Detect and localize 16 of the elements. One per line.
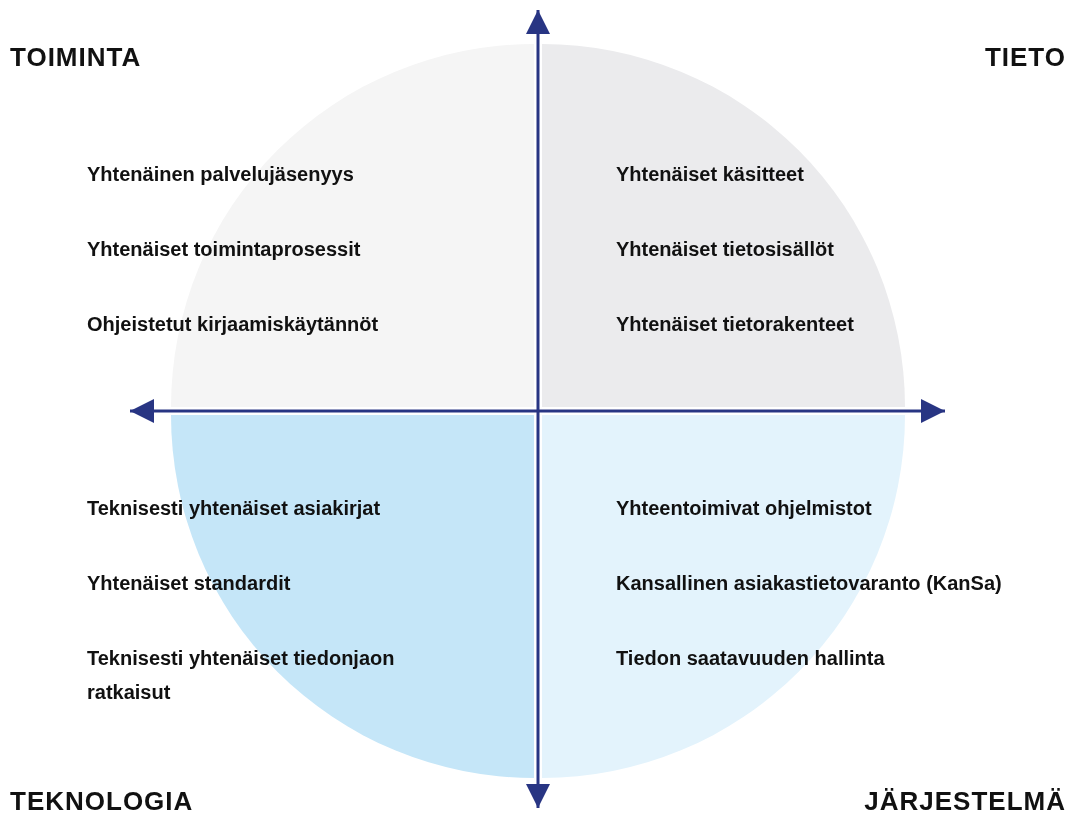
quadrant-heading: TEKNOLOGIA: [10, 786, 194, 817]
quadrant-item: Yhtenäinen palvelujäsenyys: [87, 162, 354, 187]
quadrant-heading: TOIMINTA: [10, 42, 142, 73]
quadrant-item: Tiedon saatavuuden hallinta: [616, 646, 885, 671]
quadrant-heading: TIETO: [984, 42, 1066, 73]
quadrant-item: Yhtenäiset toimintaprosessit: [87, 237, 361, 262]
quadrant-item: Yhtenäiset standardit: [87, 571, 291, 596]
quadrant-item: Teknisesti yhtenäiset tiedonjaon ratkaisut: [87, 646, 396, 705]
quadrant-item: Yhtenäiset käsitteet: [616, 162, 804, 187]
quadrant-item: Teknisesti yhtenäiset asiakirjat: [87, 496, 381, 521]
quadrant-item: Ohjeistetut kirjaamiskäytännöt: [87, 312, 379, 337]
quadrant-item: Yhteentoimivat ohjelmistot: [616, 496, 872, 521]
quadrant-item: Yhtenäiset tietorakenteet: [616, 312, 854, 337]
quadrant-heading: JÄRJESTELMÄ: [864, 786, 1066, 817]
quadrant-item: Yhtenäiset tietosisällöt: [616, 237, 834, 262]
quadrant-item: Kansallinen asiakastietovaranto (KanSa): [616, 571, 1002, 596]
